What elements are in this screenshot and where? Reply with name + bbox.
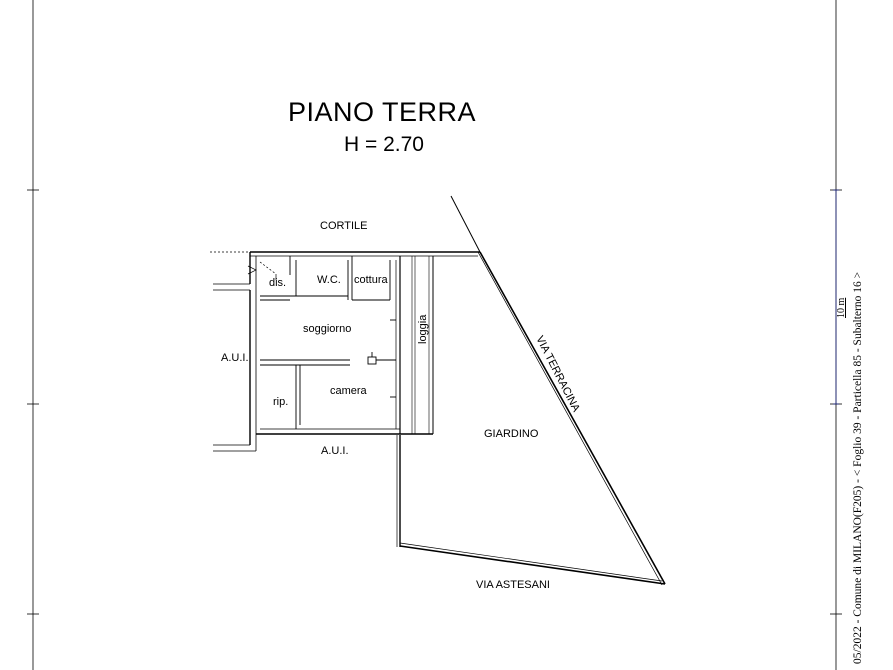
plan-height-label: H = 2.70	[344, 133, 424, 156]
label-soggiorno: soggiorno	[303, 323, 352, 335]
label-dis: dis.	[269, 277, 287, 289]
label-cortile: CORTILE	[320, 220, 368, 232]
garden-boundary	[396, 195, 666, 586]
label-wc: W.C.	[317, 274, 341, 286]
scale-mark: 10 m	[836, 297, 847, 318]
scale-bar	[833, 189, 839, 405]
label-aui-left: A.U.I.	[221, 352, 249, 364]
label-via-astesani: VIA ASTESANI	[476, 579, 550, 591]
interior-partitions	[260, 256, 396, 429]
label-rip: rip.	[273, 396, 289, 408]
label-cottura: cottura	[354, 274, 388, 286]
doors	[247, 261, 277, 280]
label-loggia: loggia	[417, 314, 429, 344]
plan-title: PIANO TERRA	[288, 97, 477, 127]
label-aui-bottom: A.U.I.	[321, 445, 349, 457]
label-giardino: GIARDINO	[484, 428, 539, 440]
cadastral-reference: 05/2022 - Comune di MILANO(F205) - < Fog…	[852, 271, 864, 664]
building-walls	[210, 251, 480, 452]
label-camera: camera	[330, 385, 367, 397]
